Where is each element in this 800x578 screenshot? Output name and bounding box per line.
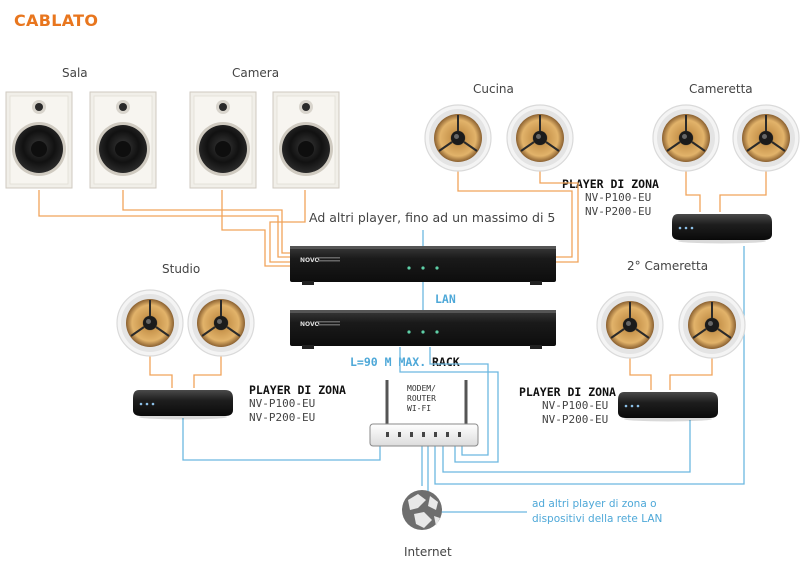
speaker-cameretta-right — [732, 104, 800, 172]
rack-label: RACK — [432, 355, 460, 369]
player-model-1: NV-P100-EU — [542, 399, 609, 412]
room-label-internet: Internet — [404, 545, 452, 559]
speaker-sala-right — [89, 91, 157, 189]
page-title: CABLATO — [14, 11, 99, 30]
amp-brand-bottom: NOVO — [300, 321, 320, 328]
player-model-2: NV-P200-EU — [585, 205, 652, 218]
player-label-cameretta-2: PLAYER DI ZONA NV-P100-EU NV-P200-EU — [519, 385, 616, 427]
amp-brand-top: NOVO — [300, 257, 320, 264]
speaker-studio-left — [116, 289, 184, 357]
player-heading: PLAYER DI ZONA — [249, 383, 346, 397]
speaker-camera-right — [272, 91, 340, 189]
zone-player-studio — [133, 390, 233, 420]
room-label-cucina: Cucina — [473, 82, 514, 96]
room-label-cameretta: Cameretta — [689, 82, 753, 96]
note-other-devices-2: dispositivi della rete LAN — [532, 513, 663, 525]
lan-label: LAN — [435, 292, 456, 306]
note-other-devices-1: ad altri player di zona o — [532, 498, 657, 510]
speaker-cucina-right — [506, 104, 574, 172]
cable-length-label: L=90 M MAX. — [350, 355, 427, 369]
modem-label-line3: WI-FI — [407, 404, 432, 413]
modem-label-line1: MODEM/ — [407, 384, 436, 393]
speaker-sala-left — [5, 91, 73, 189]
rack-amplifier-top: NOVO — [290, 246, 556, 285]
room-label-sala: Sala — [62, 66, 88, 80]
room-label-studio: Studio — [162, 262, 201, 276]
speaker-studio-right — [187, 289, 255, 357]
lan-wires — [182, 230, 745, 513]
player-model-1: NV-P100-EU — [585, 191, 652, 204]
modem-label-line2: ROUTER — [407, 394, 436, 403]
speaker-cucina-left — [424, 104, 492, 172]
zone-player-cameretta2 — [618, 392, 718, 422]
note-other-players: Ad altri player, fino ad un massimo di 5 — [309, 210, 556, 225]
speaker-cameretta2-right — [678, 291, 746, 359]
speaker-cameretta-left — [652, 104, 720, 172]
player-heading: PLAYER DI ZONA — [519, 385, 616, 399]
speaker-wires — [38, 170, 767, 390]
modem-router — [369, 380, 479, 447]
speaker-camera-left — [189, 91, 257, 189]
room-label-camera: Camera — [232, 66, 280, 80]
player-heading: PLAYER DI ZONA — [562, 177, 659, 191]
room-label-cameretta-2: 2° Cameretta — [627, 259, 709, 273]
player-label-cucina: PLAYER DI ZONA NV-P100-EU NV-P200-EU — [562, 177, 659, 219]
player-model-1: NV-P100-EU — [249, 397, 316, 410]
modem-label: MODEM/ ROUTER WI-FI — [407, 384, 436, 414]
zone-player-cameretta — [672, 214, 772, 244]
player-label-studio: PLAYER DI ZONA NV-P100-EU NV-P200-EU — [249, 383, 346, 425]
speaker-cameretta2-left — [596, 291, 664, 359]
internet-globe-icon — [402, 490, 442, 530]
player-model-2: NV-P200-EU — [249, 411, 316, 424]
rack-amplifier-bottom: NOVO — [290, 310, 556, 349]
player-model-2: NV-P200-EU — [542, 413, 609, 426]
